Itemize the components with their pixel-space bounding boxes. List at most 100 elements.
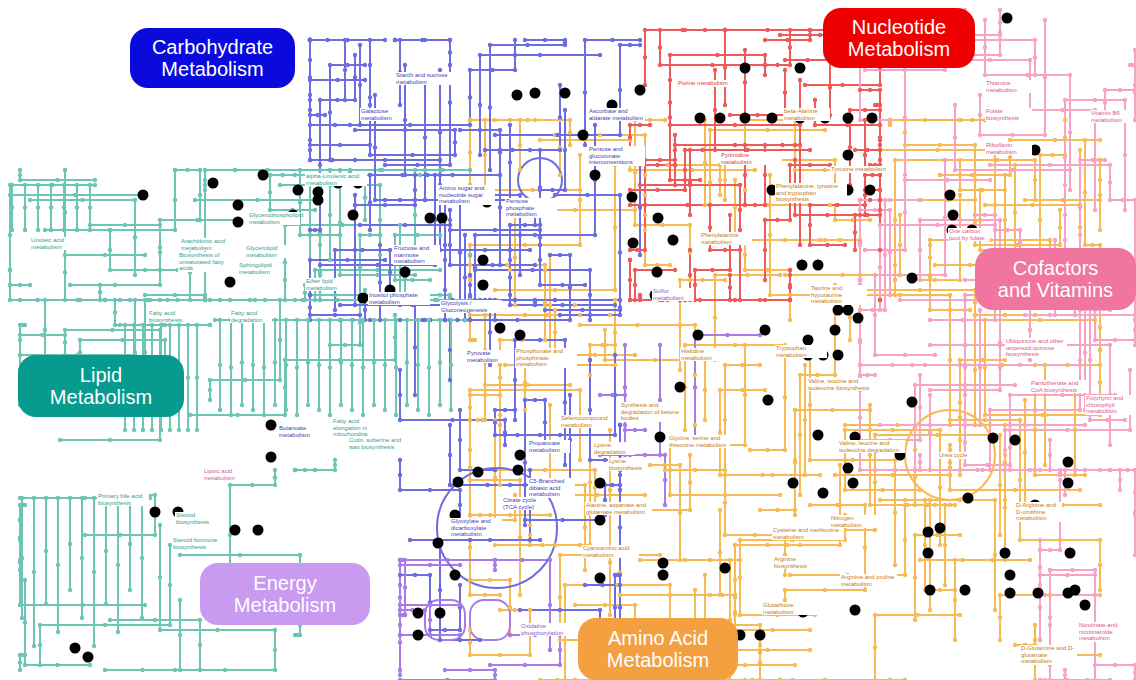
compound-dot: [808, 648, 812, 652]
compound-dot: [770, 473, 774, 477]
compound-dot: [530, 268, 534, 272]
compound-dot: [868, 218, 872, 222]
compound-dot: [140, 668, 144, 672]
compound-dot: [493, 288, 497, 292]
compound-dot: [1050, 153, 1054, 157]
compound-dot: [508, 303, 512, 307]
compound-dot: [958, 158, 962, 162]
compound-dot: [473, 268, 477, 272]
compound-dot: [508, 513, 512, 517]
compound-dot: [1083, 243, 1087, 247]
compound-dot: [678, 323, 682, 327]
compound-dot: [223, 668, 227, 672]
compound-dot: [513, 68, 517, 72]
compound-dot: [308, 98, 312, 102]
compound-dot: [178, 598, 182, 602]
compound-dot: [750, 678, 754, 680]
compound-dot: [833, 473, 837, 477]
compound-dot: [588, 313, 592, 317]
compound-dot: [533, 233, 537, 237]
compound-dot: [548, 253, 552, 257]
compound-dot: [593, 123, 597, 127]
pathway-line: [495, 560, 550, 650]
compound-dot: [953, 638, 957, 642]
compound-dot: [600, 583, 604, 587]
compound-dot: [595, 493, 599, 497]
compound-dot: [118, 533, 122, 537]
compound-dot: [478, 53, 482, 57]
compound-dot: [165, 298, 169, 302]
compound-dot: [973, 178, 977, 182]
pathway-line: [1080, 160, 1105, 255]
compound-dot: [143, 253, 147, 257]
compound-dot: [668, 263, 672, 267]
compound-dot: [280, 173, 284, 177]
compound-dot: [733, 578, 737, 582]
compound-dot: [948, 443, 952, 447]
compound-dot: [1063, 118, 1067, 122]
compound-dot: [648, 118, 652, 122]
pathway-line: [310, 55, 355, 230]
pathway-line: [495, 165, 720, 290]
compound-dot: [943, 543, 947, 547]
compound-dot: [538, 148, 542, 152]
compound-dot: [553, 308, 557, 312]
compound-dot: [363, 195, 367, 199]
compound-dot: [1098, 243, 1102, 247]
compound-dot: [618, 605, 622, 609]
compound-dot: [428, 278, 432, 282]
compound-dot: [308, 143, 312, 147]
compound-dot: [308, 148, 312, 152]
compound-dot: [353, 98, 357, 102]
compound-dot: [788, 293, 792, 297]
compound-dot: [643, 173, 647, 177]
compound-dot: [608, 428, 612, 432]
compound-dot: [443, 318, 447, 322]
compound-dot: [1023, 450, 1027, 454]
compound-dot: [228, 298, 232, 302]
compound-dot: [538, 188, 542, 192]
compound-dot: [498, 338, 502, 342]
compound-dot: [483, 393, 487, 397]
compound-dot: [770, 628, 774, 632]
compound-dot: [743, 663, 747, 667]
compound-dot: [308, 38, 312, 42]
compound-dot: [733, 343, 737, 347]
compound-dot: [468, 418, 472, 422]
compound-dot: [423, 198, 427, 202]
compound-dot: [43, 228, 47, 232]
compound-dot: [538, 138, 542, 142]
pathway-line: [310, 40, 325, 115]
compound-dot: [493, 318, 497, 322]
compound-dot: [765, 448, 769, 452]
compound-dot: [918, 288, 922, 292]
compound-dot: [1040, 413, 1044, 417]
compound-dot: [318, 168, 322, 172]
compound-dot: [1098, 653, 1102, 657]
compound-dot: [133, 198, 137, 202]
compound-dot: [375, 273, 379, 277]
pathway-line: [740, 515, 845, 615]
compound-dot: [933, 278, 937, 282]
compound-dot: [158, 328, 162, 332]
compound-dot: [783, 573, 787, 577]
compound-dot: [493, 420, 497, 424]
compound-dot: [628, 168, 632, 172]
compound-dot: [548, 513, 552, 517]
compound-dot: [318, 243, 322, 247]
compound-dot: [833, 373, 837, 377]
compound-dot: [1003, 188, 1007, 192]
compound-dot: [468, 640, 472, 644]
compound-dot: [208, 378, 212, 382]
compound-dot: [598, 608, 602, 612]
compound-dot: [358, 83, 362, 87]
compound-dot: [868, 453, 872, 457]
pathway-line: [440, 70, 520, 275]
compound-dot: [553, 330, 557, 334]
compound-dot: [1003, 423, 1007, 427]
compound-dot: [333, 248, 337, 252]
pathway-line: [400, 560, 495, 670]
compound-dot: [558, 173, 562, 177]
compound-dot: [943, 158, 947, 162]
pathway-line: [670, 80, 800, 245]
